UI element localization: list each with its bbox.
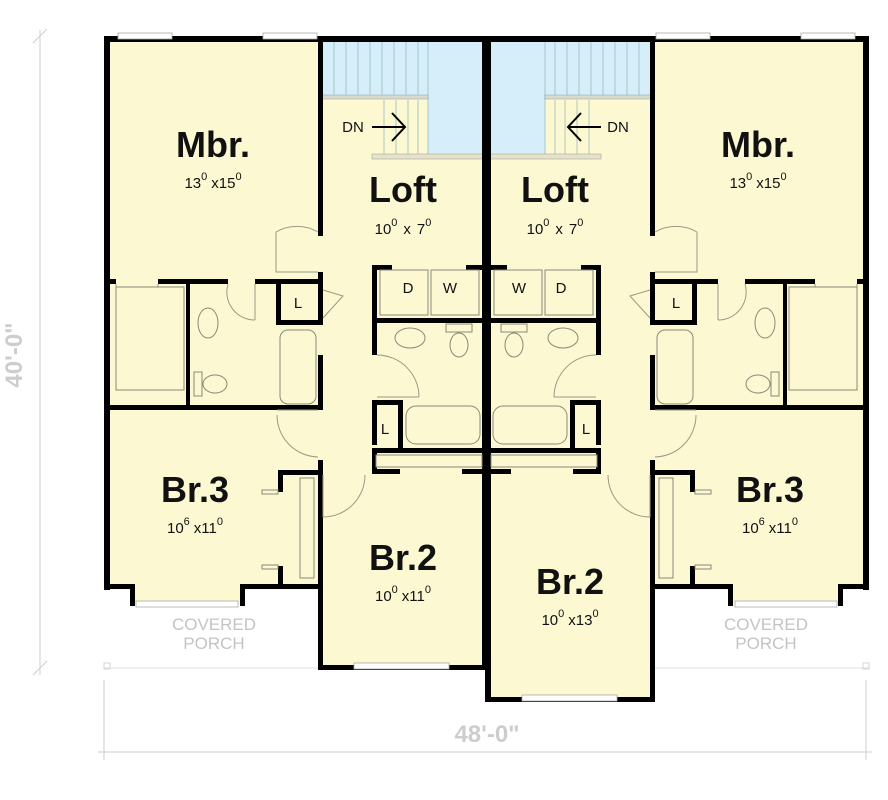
right-br2-right-wall	[650, 580, 655, 702]
width-dimension	[98, 680, 872, 760]
depth-label: 40'-0"	[1, 322, 28, 387]
right-br2-left-wall	[485, 665, 491, 702]
left-dryer-label: D	[403, 280, 414, 297]
depth-dimension	[32, 28, 48, 676]
right-stair-dn-label: DN	[607, 119, 629, 136]
left-linen-lower-label: L	[381, 421, 389, 438]
width-label: 48'-0"	[454, 721, 519, 748]
left-porch-label-line1: COVERED	[172, 615, 256, 634]
left-washer-label: W	[443, 280, 458, 297]
right-br3-label: Br.3	[736, 469, 804, 510]
right-linen-upper-label: L	[672, 295, 680, 312]
right-br2-window	[521, 694, 618, 702]
left-br2-window	[353, 662, 450, 670]
left-linen-upper-label: L	[294, 295, 302, 312]
right-linen-lower-label: L	[582, 421, 590, 438]
right-br2-label: Br.2	[536, 561, 604, 602]
left-stair-arrow-icon	[372, 112, 407, 142]
right-loft-label: Loft	[521, 169, 589, 210]
right-mbr-label: Mbr.	[721, 124, 795, 165]
left-porch-label-line2: PORCH	[183, 634, 244, 653]
left-mbr-label: Mbr.	[176, 124, 250, 165]
right-porch-label-line2: PORCH	[735, 634, 796, 653]
right-dryer-label: D	[556, 280, 567, 297]
right-porch-label-line1: COVERED	[724, 615, 808, 634]
right-washer-label: W	[512, 280, 527, 297]
left-br2-label: Br.2	[369, 537, 437, 578]
left-br3-label: Br.3	[161, 469, 229, 510]
left-stair-dn-label: DN	[342, 119, 364, 136]
left-loft-label: Loft	[369, 169, 437, 210]
right-stair-arrow-icon	[566, 112, 601, 142]
